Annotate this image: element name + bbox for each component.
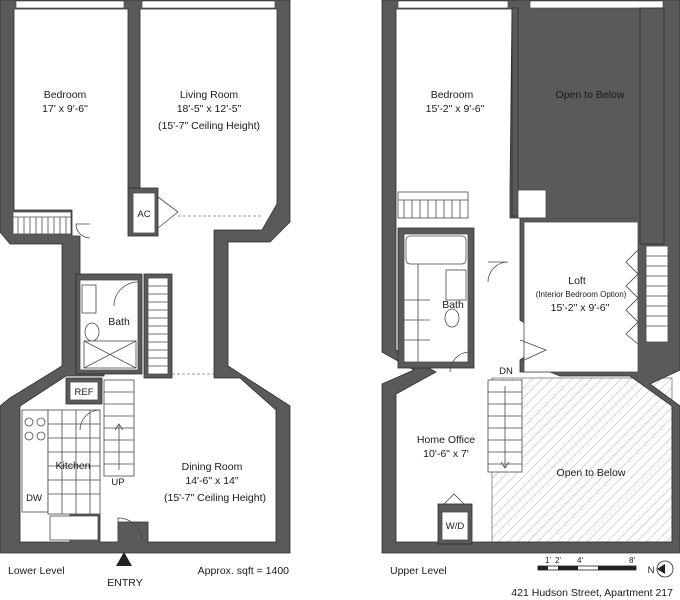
bath-sink: [81, 284, 97, 314]
scale-tick-8: 8': [629, 556, 635, 565]
home-office-name: Home Office: [417, 434, 475, 446]
dining-room-name: Dining Room: [182, 461, 243, 473]
scale-tick-4: 4': [577, 556, 583, 565]
lower-window-living: [141, 0, 276, 9]
open-to-below-top-label: Open to Below: [556, 89, 625, 101]
dw-label: DW: [26, 493, 42, 504]
living-room-name: Living Room: [180, 89, 239, 101]
upper-level-plan: [381, 0, 680, 554]
bathtub: [405, 235, 467, 265]
up-label: UP: [111, 477, 124, 488]
home-office-dims: 10'-6" x 7': [423, 448, 469, 460]
wd-label: W/D: [446, 521, 465, 532]
loft-name: Loft: [568, 275, 586, 287]
loft-dims: 15'-2" x 9'-6": [551, 302, 610, 314]
north-arrow-icon: [656, 560, 674, 578]
washer-dryer: [441, 511, 469, 541]
kitchen-counter: [21, 409, 49, 513]
ref-label: REF: [75, 387, 94, 398]
lower-level-plan: [0, 0, 291, 554]
dn-label: DN: [499, 366, 513, 377]
loft-note: (Interior Bedroom Option): [536, 290, 627, 299]
lower-level-label: Lower Level: [8, 565, 65, 577]
open-to-below-bottom-label: Open to Below: [557, 467, 626, 479]
upper-bedroom-dims: 15'-2" x 9'-6": [426, 103, 485, 115]
lower-bedroom-name: Bedroom: [44, 89, 87, 101]
lower-bedroom-dims: 17' x 9'-6": [42, 103, 88, 115]
living-room-ceiling: (15'-7" Ceiling Height): [158, 120, 260, 132]
scale-bar: [537, 565, 637, 571]
kitchen-floor-tile: [47, 409, 101, 515]
living-room-dims: 18'-5" x 12'-5": [177, 103, 242, 115]
kitchen-label: Kitchen: [55, 460, 90, 472]
kitchen-sink-counter: [49, 515, 99, 541]
bath-toilet: [84, 322, 100, 342]
upper-closet-corner: [517, 189, 547, 219]
ac-closet: [132, 192, 156, 234]
scale-tick-2: 2': [555, 556, 561, 565]
address-label: 421 Hudson Street, Apartment 217: [511, 587, 673, 599]
entry-arrow-icon: [116, 552, 132, 566]
lower-walls: [0, 0, 291, 554]
upper-toilet: [444, 308, 460, 328]
lower-window-bedroom: [15, 0, 125, 9]
ac-label: AC: [137, 209, 150, 220]
entry-label: ENTRY: [107, 577, 142, 589]
refrigerator: [69, 381, 99, 401]
upper-right-wall: [639, 7, 665, 245]
upper-sink: [445, 269, 467, 301]
bedroom-partition: [511, 7, 519, 217]
upper-window-open: [529, 0, 664, 9]
lower-bath-label: Bath: [108, 316, 130, 328]
dining-room-dims: 14'-6" x 14": [185, 475, 239, 487]
upper-window-bedroom: [397, 0, 509, 9]
dining-room-ceiling: (15'-7" Ceiling Height): [164, 492, 266, 504]
sqft-label: Approx. sqft = 1400: [198, 565, 290, 577]
upper-bedroom-closet: [397, 191, 469, 219]
loft-closet: [645, 245, 669, 343]
upper-level-label: Upper Level: [390, 565, 447, 577]
upper-bath-label: Bath: [442, 299, 464, 311]
upper-bedroom-name: Bedroom: [431, 89, 474, 101]
loft-room: [523, 221, 639, 373]
scale-tick-1: 1': [545, 556, 551, 565]
north-label: N: [648, 565, 655, 576]
